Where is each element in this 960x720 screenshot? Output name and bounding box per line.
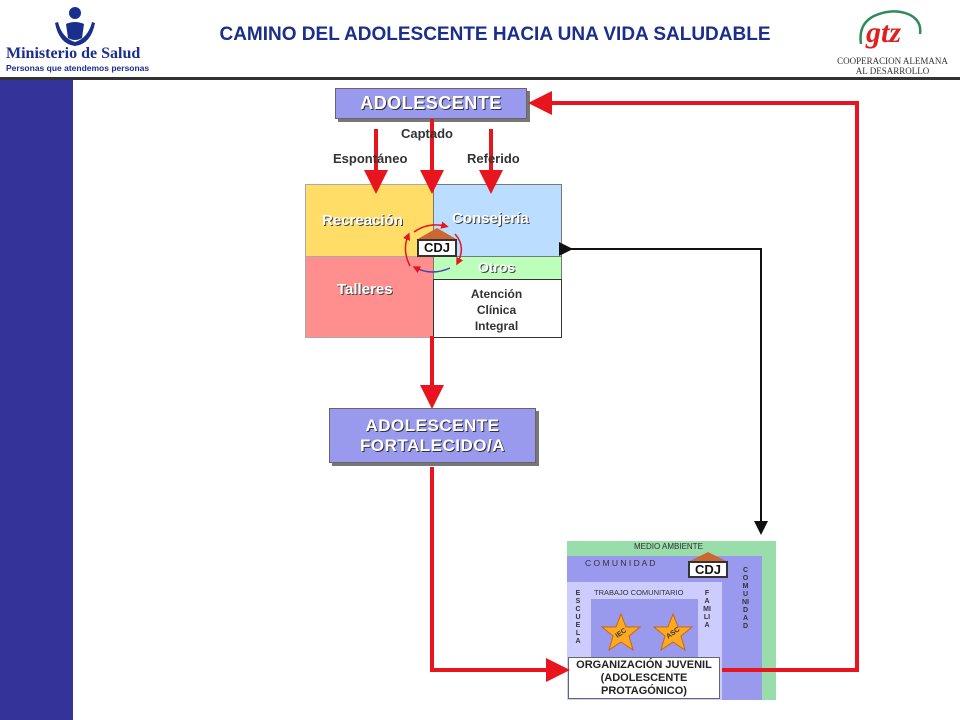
svg-text:gtz: gtz [865, 16, 901, 49]
atencion-line: Clínica [476, 303, 517, 317]
organizacion-line: PROTAGÓNICO) [601, 685, 687, 697]
cycle-arrow [412, 266, 451, 274]
arrow-cdj-medio-ambiente [559, 242, 768, 535]
stars-group: IEC ASC [600, 612, 694, 652]
fortalecido-line: ADOLESCENTE [365, 415, 500, 435]
quadrant-recreacion [305, 184, 435, 258]
consejeria-label: Consejería [452, 210, 529, 227]
cdj-badge-center: CDJ [417, 239, 457, 257]
captado-label: Captado [401, 126, 453, 141]
gtz-logo-icon: gtz [859, 10, 922, 49]
asc-star-icon: ASC [652, 612, 694, 652]
gtz-caption-line2: AL DESARROLLO [855, 66, 930, 76]
atencion-clinica-label: Atención Clínica Integral [433, 286, 560, 334]
organizacion-line: ORGANIZACIÓN JUVENIL [576, 659, 712, 671]
cdj-badge-environment: CDJ [688, 561, 728, 578]
left-sidebar-band [0, 80, 73, 720]
comunidad-horizontal-label: C O M U N I D A D [585, 558, 656, 568]
cycle-arrow [413, 221, 449, 233]
adolescente-box: ADOLESCENTE [335, 88, 527, 119]
atencion-line: Integral [474, 319, 519, 333]
trabajo-comunitario-label: TRABAJO COMUNITARIO [594, 588, 684, 597]
ministerio-tagline: Personas que atendemos personas [6, 63, 150, 73]
cycle-arrows [403, 221, 464, 274]
arrow-to-organizacion [430, 467, 570, 682]
cdj-roof-icon [416, 228, 458, 240]
gtz-caption-line1: COOPERACION ALEMANA [837, 56, 948, 66]
comunidad-vertical-label: COMUNIDAD [742, 567, 749, 630]
organizacion-line: (ADOLESCENTE [600, 672, 688, 684]
cycle-arrow [454, 233, 464, 266]
familia-vertical-label: FAMILIA [703, 590, 711, 629]
espontaneo-label: Espontáneo [333, 151, 408, 166]
iec-star-icon: IEC [600, 612, 642, 652]
otros-label: Otros [477, 259, 516, 275]
ministerio-logo-icon [55, 7, 95, 46]
arrow-loop-back [528, 91, 859, 672]
talleres-label: Talleres [337, 281, 393, 298]
referido-label: Referido [467, 151, 520, 166]
adolescente-fortalecido-box: ADOLESCENTE FORTALECIDO/A [329, 408, 536, 463]
escuela-vertical-label: ESCUELA [575, 590, 581, 645]
medio-ambiente-label: MEDIO AMBIENTE [634, 542, 703, 551]
header-divider [0, 77, 960, 80]
atencion-line: Atención [470, 287, 523, 301]
page-title: CAMINO DEL ADOLESCENTE HACIA UNA VIDA SA… [219, 24, 771, 45]
cdj-roof-icon [688, 552, 728, 562]
cycle-arrow [403, 232, 411, 267]
fortalecido-line: FORTALECIDO/A [359, 435, 505, 455]
recreacion-label: Recreación [322, 212, 403, 229]
organizacion-juvenil-box: ORGANIZACIÓN JUVENIL (ADOLESCENTE PROTAG… [568, 657, 720, 699]
ministerio-name: Ministerio de Salud [6, 45, 141, 62]
